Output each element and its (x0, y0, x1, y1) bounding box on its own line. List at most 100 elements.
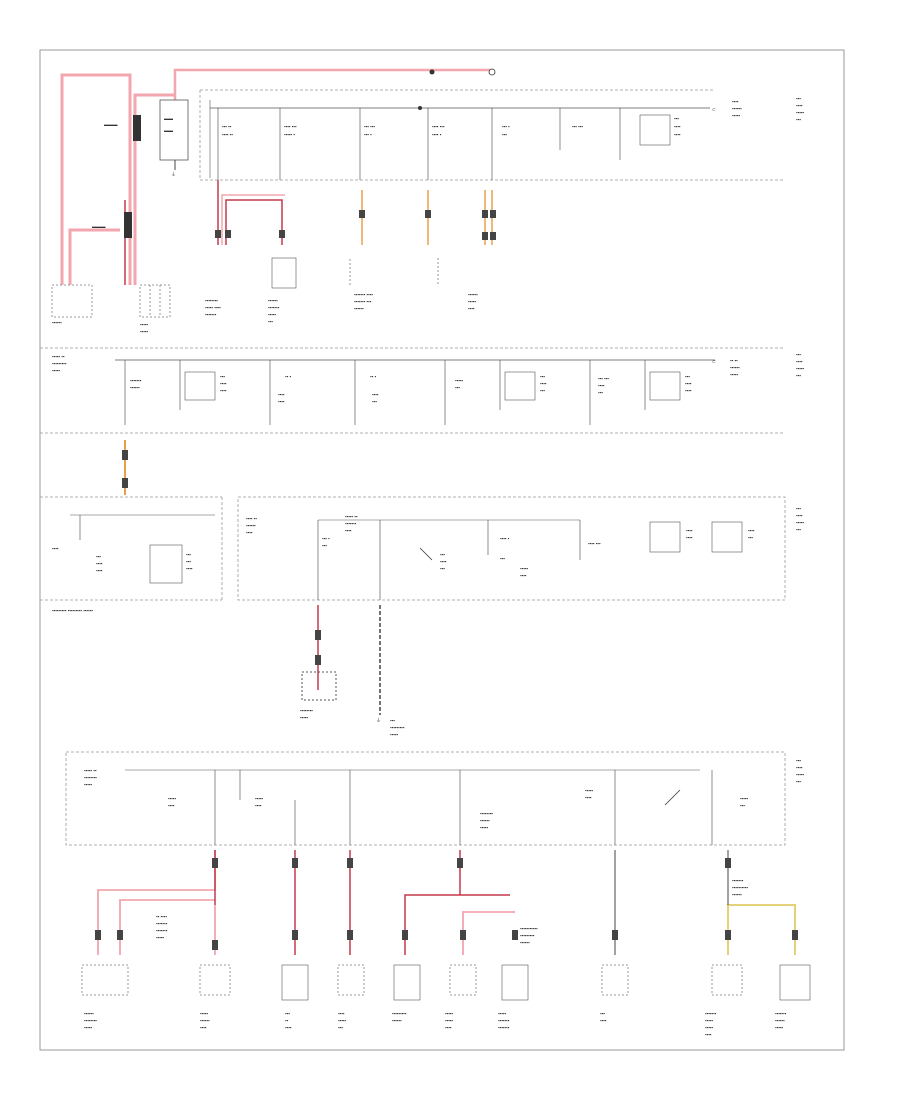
svg-text:▪▪▪ ▪▪▪: ▪▪▪ ▪▪▪ (572, 124, 583, 129)
fuse-label-group: ▪▪▪▪▪▪▪▪▪▪▪▪▪▪▪ ▪▪▪▪▪▪▪▪▪▪ ▪▪▪▪ ▪▪▪▪▪▪▪▪… (52, 506, 804, 613)
svg-text:▪▪▪: ▪▪▪ (540, 374, 545, 379)
bottom-connector (601, 964, 629, 996)
relay-box (504, 371, 536, 401)
svg-text:▪▪▪▪▪▪▪▪: ▪▪▪▪▪▪▪▪ (300, 708, 313, 713)
svg-text:▪▪▪▪▪: ▪▪▪▪▪ (255, 796, 263, 801)
svg-text:▪▪▪▪▪: ▪▪▪▪▪ (796, 520, 804, 525)
svg-text:▪▪▪▪▪▪: ▪▪▪▪▪▪ (732, 892, 742, 897)
module-boundary (349, 258, 439, 285)
svg-text:▪▪▪▪: ▪▪▪▪ (96, 568, 103, 573)
svg-text:▪▪▪▪: ▪▪▪▪ (600, 1018, 607, 1023)
svg-text:▪▪▪▪▪▪: ▪▪▪▪▪▪ (732, 106, 742, 111)
ebcm-module (271, 257, 297, 289)
svg-text:▪▪▪▪▪▪▪: ▪▪▪▪▪▪▪ (268, 305, 280, 310)
svg-text:▪▪▪▪▪ ▪▪▪▪: ▪▪▪▪▪ ▪▪▪▪ (205, 305, 221, 310)
svg-text:▪▪▪▪▪: ▪▪▪▪▪ (498, 1011, 506, 1016)
svg-text:▪▪▪▪: ▪▪▪▪ (685, 388, 692, 393)
svg-text:▬▬▬: ▬▬▬ (104, 122, 118, 127)
svg-text:▪▪▪ ▪▪: ▪▪▪ ▪▪ (222, 124, 232, 129)
svg-text:▪▪▪▪: ▪▪▪▪ (200, 1025, 207, 1030)
svg-text:▪▪▪▪▪: ▪▪▪▪▪ (480, 825, 488, 830)
instrument-panel-electrical-center: ▪▪▪▪▪▪▪▪▪▪▪▪▪▪▪ ▪▪▪▪▪▪▪▪▪▪ ▪▪▪▪ ▪▪▪▪▪▪▪▪… (40, 496, 804, 613)
svg-text:▪▪▪: ▪▪▪ (268, 319, 273, 324)
svg-text:▪▪▪▪▪▪▪: ▪▪▪▪▪▪▪ (705, 1011, 717, 1016)
svg-text:▪▪▪▪▪▪▪: ▪▪▪▪▪▪▪ (345, 521, 357, 526)
svg-text:▪▪▪▪▪▪: ▪▪▪▪▪▪ (130, 385, 140, 390)
svg-text:▪▪▪▪▪: ▪▪▪▪▪ (796, 772, 804, 777)
bottom-connector (393, 964, 421, 1001)
bottom-connector (501, 964, 529, 1001)
battery-wire (221, 194, 285, 245)
svg-text:▪▪▪▪: ▪▪▪▪ (585, 795, 592, 800)
bottom-components: ▪▪▪▪▪▪▪▪▪▪▪▪▪▪▪▪▪▪▪ ▪▪▪▪▪▪▪▪▪▪▪▪▪▪▪ ▪▪▪▪… (81, 878, 811, 1037)
svg-text:▪▪▪▪ ▪▪: ▪▪▪▪ ▪▪ (246, 516, 257, 521)
bottom-connector (779, 964, 811, 1001)
svg-text:▪▪▪▪▪: ▪▪▪▪▪ (796, 110, 804, 115)
svg-text:▪▪▪▪▪: ▪▪▪▪▪ (585, 788, 593, 793)
svg-text:▪▪▪▪▪▪: ▪▪▪▪▪▪ (246, 523, 256, 528)
svg-text:▪▪▪▪: ▪▪▪▪ (445, 1025, 452, 1030)
svg-text:▪▪▪: ▪▪▪ (796, 758, 801, 763)
connector-icon (488, 68, 496, 76)
battery-section: ▬▬▬ ▬▬▬ ▬▬ ▬▬ ⏚ (51, 68, 496, 318)
svg-text:▪▪▪▪: ▪▪▪▪ (52, 546, 59, 551)
svg-text:▪▪▪: ▪▪▪ (338, 1025, 343, 1030)
svg-text:▪▪▪▪▪▪▪: ▪▪▪▪▪▪▪ (156, 928, 168, 933)
bottom-connector (81, 964, 129, 996)
svg-text:▪▪▪▪ ▪▪▪: ▪▪▪▪ ▪▪▪ (284, 124, 297, 129)
svg-text:▪▪▪▪▪: ▪▪▪▪▪ (705, 1018, 713, 1023)
svg-text:▪▪▪▪▪▪▪▪: ▪▪▪▪▪▪▪▪ (480, 811, 493, 816)
svg-text:▪▪▪▪: ▪▪▪▪ (674, 124, 681, 129)
svg-text:▪▪▪▪▪▪▪▪▪▪: ▪▪▪▪▪▪▪▪▪▪ (732, 885, 748, 890)
svg-text:▪▪▪: ▪▪▪ (502, 132, 507, 137)
svg-text:▪▪▪▪▪▪▪: ▪▪▪▪▪▪▪ (130, 378, 142, 383)
svg-text:▪▪▪▪: ▪▪▪▪ (255, 803, 262, 808)
fuse-block-boundary (40, 496, 223, 601)
svg-text:▪▪▪▪: ▪▪▪▪ (96, 561, 103, 566)
bottom-connector (711, 964, 743, 996)
svg-text:▪▪▪▪: ▪▪▪▪ (338, 1011, 345, 1016)
svg-text:▪▪▪▪▪ ▪▪: ▪▪▪▪▪ ▪▪ (84, 768, 97, 773)
svg-text:▪▪▪: ▪▪▪ (96, 554, 101, 559)
generator-component (51, 284, 93, 318)
svg-text:▪▪▪: ▪▪▪ (186, 552, 191, 557)
relay-box (639, 114, 671, 146)
component-label-group: ▪▪▪▪▪▪▪▪▪▪▪▪▪ ▪▪▪▪▪▪▪▪▪▪▪▪▪▪▪▪▪ (300, 708, 405, 737)
svg-text:▪▪▪: ▪▪▪ (600, 1011, 605, 1016)
battery-wire (60, 73, 132, 285)
svg-text:▪▪▪▪▪▪: ▪▪▪▪▪▪ (52, 320, 62, 325)
svg-text:▪▪▪: ▪▪▪ (372, 399, 377, 404)
svg-text:▪▪▪▪: ▪▪▪▪ (796, 765, 803, 770)
fuse-row (217, 108, 621, 180)
starter-component (139, 284, 171, 318)
ip-output-wires: ⏚ ▪▪▪▪▪▪▪▪▪▪▪▪▪ ▪▪▪▪▪▪▪▪▪▪▪▪▪▪▪▪▪ (300, 605, 405, 737)
svg-text:▪▪▪▪▪▪: ▪▪▪▪▪▪ (730, 365, 740, 370)
svg-text:▪▪▪▪ ▪▪: ▪▪▪▪ ▪▪ (222, 132, 233, 137)
svg-text:▪▪▪▪▪▪: ▪▪▪▪▪▪ (354, 306, 364, 311)
svg-text:▪▪: ▪▪ (285, 1018, 289, 1023)
svg-text:▪▪▪▪▪: ▪▪▪▪▪ (338, 1018, 346, 1023)
fuse-row (124, 360, 646, 425)
underhood-fuse-block-lower: ▪▪▪▪▪ ▪▪▪▪▪▪▪▪▪▪▪▪▪▪▪ ▪▪▪▪▪▪▪▪▪ ▪▪▪▪▪▪▪▪… (65, 751, 804, 846)
svg-text:▬▬: ▬▬ (164, 128, 174, 133)
svg-text:▪▪▪▪▪▪: ▪▪▪▪▪▪ (775, 1018, 785, 1023)
connector-icon: ⊂ (712, 359, 716, 364)
svg-text:▪▪▪▪▪▪▪▪▪: ▪▪▪▪▪▪▪▪▪ (390, 725, 405, 730)
svg-text:▪▪▪▪: ▪▪▪▪ (520, 573, 527, 578)
connector-pins (315, 655, 321, 665)
svg-text:▪▪▪: ▪▪▪ (796, 506, 801, 511)
svg-text:▪▪▪: ▪▪▪ (540, 388, 545, 393)
svg-text:▪▪▪▪▪ ▪: ▪▪▪▪▪ ▪ (284, 132, 295, 137)
svg-text:▪▪▪ ▪: ▪▪▪ ▪ (364, 132, 372, 137)
svg-text:▪▪▪▪▪▪▪▪▪▪▪: ▪▪▪▪▪▪▪▪▪▪▪ (520, 926, 538, 931)
connector-icon: ⊂ (712, 107, 716, 112)
svg-text:▪▪▪: ▪▪▪ (748, 535, 753, 540)
svg-text:▪▪▪▪▪▪▪: ▪▪▪▪▪▪▪ (498, 1025, 510, 1030)
svg-text:▪▪▪▪▪▪▪: ▪▪▪▪▪▪▪ (775, 1011, 787, 1016)
svg-text:▪▪▪▪▪▪▪▪: ▪▪▪▪▪▪▪▪ (84, 1018, 97, 1023)
component-label-group: ▪▪▪▪▪▪▪▪▪▪▪▪▪ ▪▪▪▪▪▪▪▪▪▪▪ ▪▪▪▪▪▪▪▪▪▪▪▪▪▪… (52, 292, 478, 334)
svg-text:▪▪▪▪▪: ▪▪▪▪▪ (445, 1018, 453, 1023)
svg-text:▪▪▪▪▪▪▪: ▪▪▪▪▪▪▪ (498, 1018, 510, 1023)
svg-text:▪▪▪▪▪▪▪▪: ▪▪▪▪▪▪▪▪ (84, 775, 97, 780)
